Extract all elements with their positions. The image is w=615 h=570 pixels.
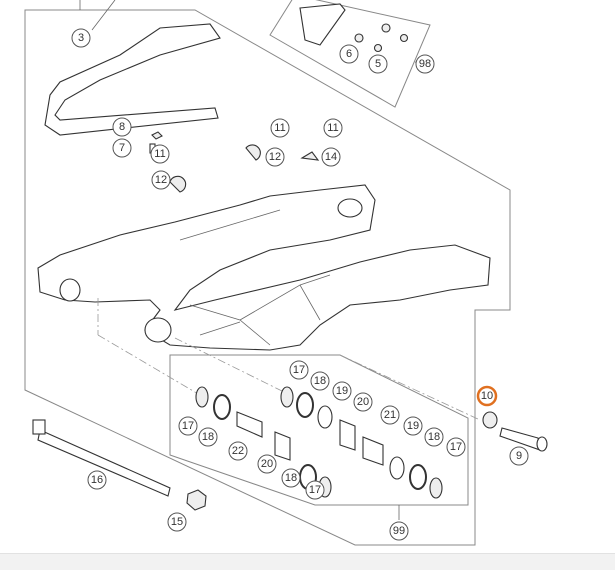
callout-label: 11	[154, 148, 165, 160]
footer-bar	[0, 553, 615, 570]
callout-99[interactable]: 99	[389, 521, 409, 541]
callout-label: 17	[182, 420, 194, 432]
clamp-part	[169, 175, 187, 193]
callout-7[interactable]: 7	[112, 138, 132, 158]
bearing-parts	[32, 386, 548, 511]
callout-label: 7	[119, 142, 125, 154]
callout-9[interactable]: 9	[509, 446, 529, 466]
swingarm-group-frame	[24, 9, 511, 546]
chain-slider-part	[299, 3, 346, 46]
chain-guard-part	[44, 0, 221, 136]
callout-11[interactable]: 11	[150, 144, 170, 164]
callout-17[interactable]: 17	[289, 360, 309, 380]
callout-5[interactable]: 5	[368, 54, 388, 74]
holder-part	[300, 151, 320, 161]
callout-label: 22	[232, 445, 244, 457]
chain-slider-kit-frame	[269, 0, 431, 108]
callout-label: 6	[346, 48, 352, 60]
callout-label: 16	[91, 474, 103, 486]
callout-17[interactable]: 17	[446, 437, 466, 457]
callout-12[interactable]: 12	[265, 147, 285, 167]
callout-label: 3	[78, 32, 84, 44]
callout-17[interactable]: 17	[178, 416, 198, 436]
callout-22[interactable]: 22	[228, 441, 248, 461]
callout-label: 19	[407, 420, 419, 432]
callout-11[interactable]: 11	[323, 118, 343, 138]
callout-label: 14	[325, 151, 337, 163]
callout-label: 12	[155, 174, 167, 186]
callout-label: 5	[375, 58, 381, 70]
swingarm-part	[37, 184, 491, 351]
callout-label: 99	[393, 525, 405, 537]
callout-8[interactable]: 8	[112, 117, 132, 137]
callout-label: 11	[327, 122, 338, 134]
callout-label: 20	[261, 458, 273, 470]
callout-19[interactable]: 19	[403, 416, 423, 436]
callout-label: 17	[293, 364, 305, 376]
callout-15[interactable]: 15	[167, 512, 187, 532]
callout-6[interactable]: 6	[339, 44, 359, 64]
callout-11[interactable]: 11	[270, 118, 290, 138]
callout-label: 98	[419, 58, 431, 70]
callout-label: 18	[428, 431, 440, 443]
callout-label: 17	[309, 484, 321, 496]
callout-label: 17	[450, 441, 462, 453]
callout-18[interactable]: 18	[310, 371, 330, 391]
clamp-part	[245, 144, 261, 161]
callout-label: 10	[481, 390, 493, 402]
callout-label: 9	[516, 450, 522, 462]
callout-18[interactable]: 18	[198, 427, 218, 447]
screw-part	[399, 33, 409, 43]
callout-20[interactable]: 20	[353, 392, 373, 412]
callout-3[interactable]: 3	[71, 28, 91, 48]
callout-16[interactable]: 16	[87, 470, 107, 490]
washer-part	[354, 33, 364, 43]
callout-14[interactable]: 14	[321, 147, 341, 167]
callout-label: 12	[269, 151, 281, 163]
callout-19[interactable]: 19	[332, 381, 352, 401]
parts-diagram: 3 6 5 98 8 7 11 11 11 12 14 12 17 18 19 …	[24, 0, 548, 546]
callout-label: 18	[314, 375, 326, 387]
callout-18[interactable]: 18	[424, 427, 444, 447]
callout-21[interactable]: 21	[380, 405, 400, 425]
callout-label: 8	[119, 121, 125, 133]
callout-label: 15	[171, 516, 183, 528]
callout-12[interactable]: 12	[151, 170, 171, 190]
clip-part	[151, 131, 163, 140]
callout-label: 18	[202, 431, 214, 443]
callout-label: 21	[384, 409, 396, 421]
screw-part	[373, 43, 383, 53]
callout-label: 11	[274, 122, 285, 134]
callout-98[interactable]: 98	[415, 54, 435, 74]
callout-18[interactable]: 18	[281, 468, 301, 488]
callout-label: 18	[285, 472, 297, 484]
screw-part	[381, 23, 391, 33]
callout-label: 20	[357, 396, 369, 408]
callout-17[interactable]: 17	[305, 480, 325, 500]
callout-20[interactable]: 20	[257, 454, 277, 474]
callout-10-highlighted[interactable]: 10	[476, 385, 498, 407]
callout-label: 19	[336, 385, 348, 397]
